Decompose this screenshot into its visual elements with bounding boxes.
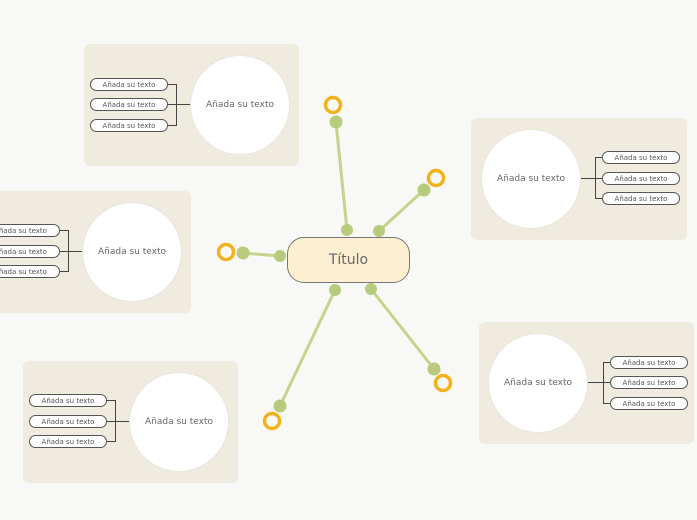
subtopic-pill[interactable]: Añada su texto [0,224,60,237]
subtopic-pill[interactable]: Añada su texto [602,172,680,185]
connector-line [603,403,610,404]
topic-circle[interactable]: Añada su texto [82,202,182,302]
topic-circle[interactable]: Añada su texto [488,333,588,433]
connector-line [107,400,115,401]
branch-line-bottom-right [369,287,436,371]
branch-dot [373,225,385,237]
connector-line [60,251,68,252]
branch-dot [427,362,441,376]
subtopic-pill[interactable]: Añada su texto [90,98,168,111]
branch-end-ring [262,411,282,431]
connector-line [168,84,176,85]
subtopic-pill[interactable]: Añada su texto [610,397,688,410]
branch-line-top [334,120,349,232]
connector-line [603,362,610,363]
topic-circle[interactable]: Añada su texto [190,55,290,155]
connector-line [107,441,115,442]
connector-line [107,421,115,422]
connector-line [603,362,604,404]
subtopic-pill[interactable]: Añada su texto [602,192,680,205]
branch-line-top-right [377,188,426,233]
branch-dot [417,183,431,197]
branch-dot [365,283,377,295]
connector-line [595,198,602,199]
branch-dot [329,284,341,296]
subtopic-pill[interactable]: Añada su texto [610,376,688,389]
topic-circle[interactable]: Añada su texto [129,372,229,472]
branch-end-ring [323,95,343,115]
connector-line [60,230,68,231]
connector-line [588,382,603,383]
branch-dot [236,246,250,260]
branch-end-ring [433,373,453,393]
connector-line [115,421,129,422]
subtopic-pill[interactable]: Añada su texto [0,245,60,258]
subtopic-pill[interactable]: Añada su texto [610,356,688,369]
subtopic-pill[interactable]: Añada su texto [29,394,107,407]
connector-line [595,157,602,158]
connector-line [168,104,176,105]
subtopic-pill[interactable]: Añada su texto [0,265,60,278]
branch-dot [329,115,343,129]
connector-line [595,178,602,179]
topic-circle[interactable]: Añada su texto [481,129,581,229]
connector-line [168,125,176,126]
subtopic-pill[interactable]: Añada su texto [29,435,107,448]
connector-line [603,382,610,383]
connector-line [581,178,595,179]
connector-line [176,84,177,126]
branch-dot [341,224,353,236]
branch-dot [273,399,287,413]
branch-dot [274,250,286,262]
branch-end-ring [216,242,236,262]
subtopic-pill[interactable]: Añada su texto [602,151,680,164]
subtopic-pill[interactable]: Añada su texto [90,119,168,132]
subtopic-pill[interactable]: Añada su texto [90,78,168,91]
branch-end-ring [426,168,446,188]
central-topic[interactable]: Título [287,237,410,283]
connector-line [60,271,68,272]
subtopic-pill[interactable]: Añada su texto [29,415,107,428]
connector-line [68,251,82,252]
branch-line-bottom-left [278,288,337,408]
connector-line [176,104,190,105]
